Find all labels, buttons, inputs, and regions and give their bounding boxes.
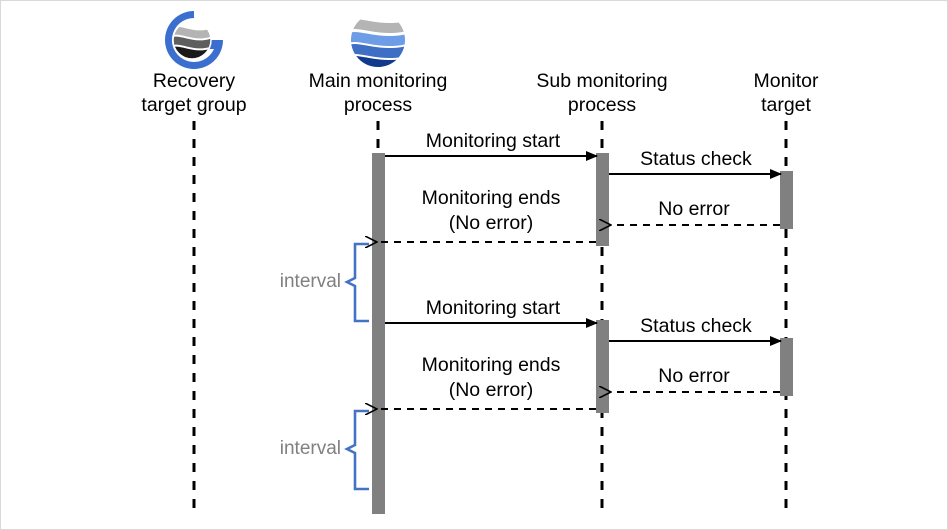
interval-label-2: interval bbox=[279, 438, 341, 459]
message-label-monitoring-ends-1: Monitoring ends (No error) bbox=[421, 187, 561, 234]
activation-bar-monitor-target-2 bbox=[780, 338, 793, 396]
message-label-monitoring-start-2: Monitoring start bbox=[425, 297, 561, 319]
message-label-status-check-2: Status check bbox=[640, 315, 752, 337]
interval-label-1: interval bbox=[279, 271, 341, 292]
message-label-monitoring-ends-2: Monitoring ends (No error) bbox=[421, 354, 561, 401]
message-label-no-error-2: No error bbox=[658, 365, 730, 387]
participant-header-monitor-target: Monitor target bbox=[753, 70, 819, 116]
interval-bracket-2 bbox=[344, 409, 369, 491]
message-label-monitoring-start-1: Monitoring start bbox=[425, 130, 561, 152]
interval-brackets bbox=[344, 242, 369, 491]
activation-bar-main-monitoring-process bbox=[372, 153, 385, 514]
globe-waves-icon-svg bbox=[351, 13, 405, 67]
activation-bar-sub-monitoring-process-2 bbox=[596, 320, 609, 413]
participant-header-sub-monitoring-process: Sub monitoring process bbox=[536, 70, 668, 116]
globe-waves-icon bbox=[345, 7, 411, 73]
message-label-status-check-1: Status check bbox=[640, 148, 752, 170]
interval-bracket-1 bbox=[344, 242, 369, 323]
activation-bar-monitor-target-1 bbox=[780, 171, 793, 229]
activation-bar-sub-monitoring-process-1 bbox=[596, 153, 609, 246]
globe-g-ring-icon bbox=[161, 7, 227, 73]
participant-header-recovery-target-group: Recovery target group bbox=[141, 70, 247, 116]
message-label-no-error-1: No error bbox=[658, 198, 730, 220]
globe-g-ring-icon-svg bbox=[165, 11, 223, 69]
participant-header-main-monitoring-process: Main monitoring process bbox=[308, 70, 448, 116]
